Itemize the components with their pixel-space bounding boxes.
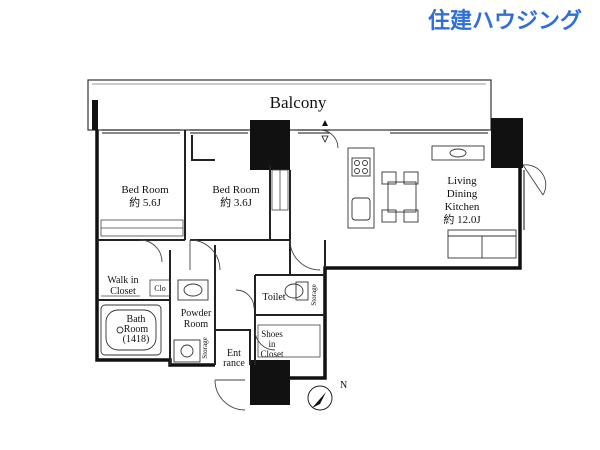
door-swings — [139, 129, 547, 411]
bathtub — [100, 304, 162, 356]
compass: N — [307, 380, 347, 411]
toilet-label: Toilet — [262, 292, 285, 303]
walkin-closet-shelf — [101, 279, 171, 297]
exterior-walls — [95, 128, 522, 395]
bedroom2-size: 約 3.6J — [220, 195, 252, 209]
bedroom2-label: Bed Room — [212, 184, 260, 196]
entrance-label-1: Ent — [227, 348, 241, 359]
watermark-logo: 住建ハウジング — [428, 8, 582, 34]
dining-table — [381, 171, 419, 223]
bathroom-label-1: Bath — [127, 314, 146, 325]
ldk-label-living: Living — [447, 175, 477, 187]
entrance-label-2: rance — [223, 358, 245, 369]
storage-label-1: Storage — [201, 337, 209, 358]
powder-room-label-1: Powder — [181, 308, 212, 319]
structural-columns — [92, 100, 523, 405]
bedroom1-label: Bed Room — [121, 184, 169, 196]
washbasin — [177, 279, 209, 301]
toilet-fixture — [284, 281, 309, 301]
windows — [102, 129, 488, 134]
compass-north-label: N — [340, 380, 347, 391]
shoes-closet-label-2: in — [268, 339, 276, 349]
air-conditioner — [431, 145, 485, 161]
ldk-label-dining: Dining — [447, 188, 478, 200]
walkin-closet-label-1: Walk in — [107, 275, 138, 286]
bathroom-label-2: Room — [124, 324, 149, 335]
storage-label-2: Storage — [310, 284, 318, 305]
door-markers — [321, 120, 329, 143]
washing-machine — [173, 339, 201, 363]
ldk-label-kitchen: Kitchen — [445, 201, 480, 213]
clo-label: Clo — [154, 284, 166, 293]
shoes-closet-label-3: Closet — [260, 349, 284, 359]
bedroom2-closet — [271, 169, 289, 211]
walkin-closet-label-2: Closet — [110, 286, 136, 297]
sofa — [447, 229, 517, 259]
shoes-closet-label-1: Shoes — [261, 329, 283, 339]
bathroom-size: (1418) — [123, 334, 150, 345]
room-labels: Bed Room 約 5.6J Bed Room 約 3.6J Living D… — [107, 175, 481, 369]
ldk-size: 約 12.0J — [443, 212, 481, 226]
balcony-label: Balcony — [270, 93, 327, 112]
ldk-side-window — [519, 170, 525, 230]
kitchen-counter — [347, 147, 375, 229]
shoes-closet-outline — [257, 324, 321, 358]
bedroom1-size: 約 5.6J — [129, 195, 161, 209]
bedroom1-closet — [100, 219, 184, 237]
powder-room-label-2: Room — [184, 319, 209, 330]
